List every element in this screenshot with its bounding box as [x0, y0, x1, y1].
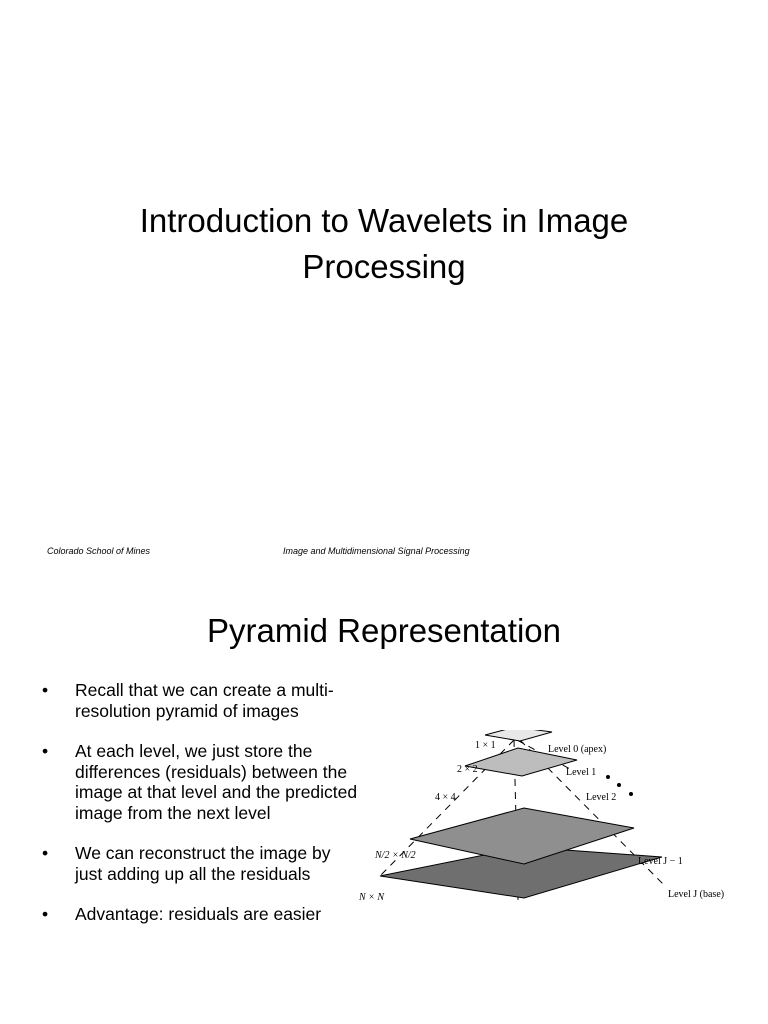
bullet-list: • Recall that we can create a multi-resol… [42, 680, 362, 945]
level-label: Level J (base) [668, 889, 724, 900]
size-label: N × N [358, 892, 385, 903]
size-label: 2 × 2 [457, 764, 478, 775]
bullet-icon: • [42, 904, 49, 924]
level-label: Level 2 [586, 792, 616, 803]
level-j-minus-1-plane [409, 807, 635, 865]
bullet-icon: • [42, 843, 49, 863]
bullet-item: • Recall that we can create a multi-resol… [42, 680, 362, 721]
level-j-plane [379, 846, 663, 899]
level-1-plane [484, 730, 553, 742]
bullet-text: We can reconstruct the image by just add… [75, 843, 331, 884]
bullet-item: • We can reconstruct the image by just ad… [42, 843, 362, 884]
bullet-icon: • [42, 680, 49, 700]
continuation-dots [606, 775, 633, 796]
bullet-text: Advantage: residuals are easier [75, 904, 322, 924]
pyramid-slide: Pyramid Representation • Recall that we c… [0, 576, 768, 1024]
bullet-icon: • [42, 741, 49, 761]
size-label: 1 × 1 [475, 740, 496, 751]
bullet-item: • At each level, we just store the differ… [42, 741, 362, 823]
title-slide: Introduction to Wavelets in Image Proces… [47, 202, 629, 556]
footer-course: Image and Multidimensional Signal Proces… [283, 546, 470, 556]
bullet-item: • Advantage: residuals are easier [42, 904, 362, 925]
bullet-text: At each level, we just store the differe… [75, 741, 358, 823]
level-label: Level 0 (apex) [548, 744, 606, 755]
level-label: Level 1 [566, 767, 596, 778]
size-label: N/2 × N/2 [374, 850, 416, 861]
level-label: Level J − 1 [638, 856, 683, 867]
size-label: 4 × 4 [435, 792, 456, 803]
level-2-plane [464, 747, 578, 777]
slide-title: Introduction to Wavelets in Image Proces… [139, 202, 629, 285]
footer-institution: Colorado School of Mines [47, 546, 151, 556]
slide-title: Pyramid Representation [206, 612, 561, 649]
pyramid-diagram: 1 × 1 2 × 2 4 × 4 N/2 × N/2 N × N Level … [358, 730, 724, 903]
bullet-text: Recall that we can create a multi-resolu… [75, 680, 334, 721]
